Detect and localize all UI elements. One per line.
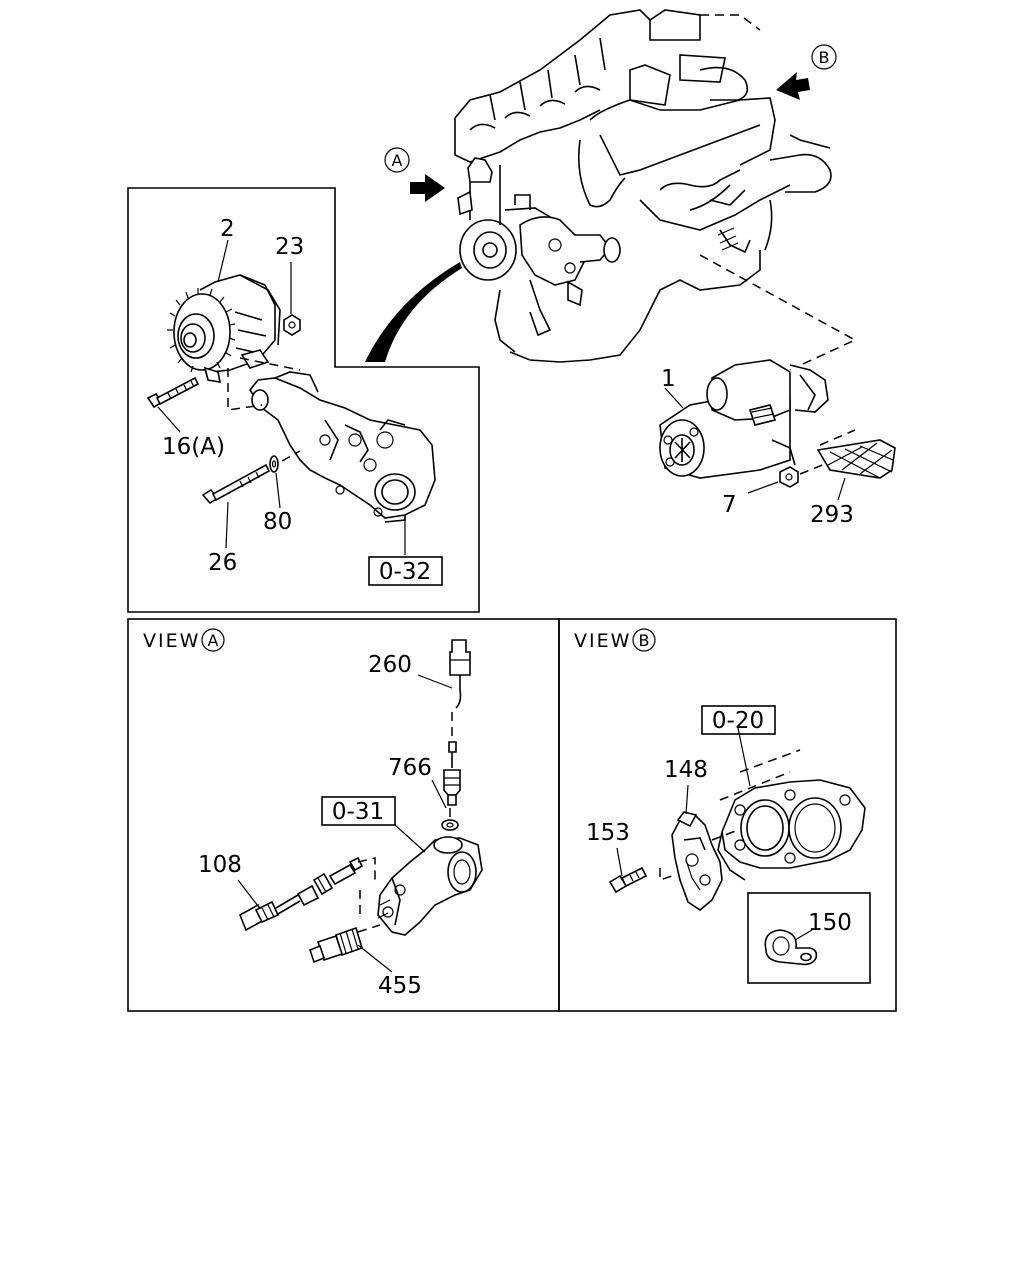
arrow-a-icon [410, 174, 445, 202]
gasket-766 [441, 819, 459, 831]
label-switch-455: 455 [378, 973, 422, 999]
water-outlet-pipe [377, 836, 483, 936]
marker-a-letter: A [392, 151, 403, 170]
label-switch-260: 260 [368, 652, 412, 678]
generator-assembly [167, 274, 281, 383]
starter-nut [779, 466, 799, 488]
harness-cover [816, 429, 896, 479]
view-a-title: VIEW [143, 630, 200, 652]
view-a-letter: A [208, 631, 219, 650]
label-clamp-150: 150 [808, 910, 852, 936]
arrow-b-icon [776, 72, 810, 100]
label-harness: 293 [810, 502, 854, 528]
generator-nut [283, 314, 301, 336]
view-b-circle [632, 628, 656, 652]
label-sensor-108: 108 [198, 852, 242, 878]
bolt-153 [608, 866, 648, 894]
generator-bracket [249, 371, 436, 523]
marker-a-callout: A [384, 147, 445, 202]
label-starter: 1 [661, 366, 676, 392]
label-gasket-766: 766 [388, 755, 432, 781]
clamp-150 [764, 929, 818, 966]
label-generator: 2 [220, 216, 235, 242]
ref-box-bracket [368, 556, 443, 586]
clamp-inset-frame [747, 892, 871, 984]
label-generator-nut: 23 [275, 234, 304, 260]
ref-outlet: 0-31 [332, 799, 384, 825]
exhaust-manifold-flange [717, 749, 866, 881]
starter-assembly [659, 254, 857, 479]
switch-455 [309, 926, 363, 964]
thermo-switch-260 [443, 639, 471, 806]
view-a-circle [201, 628, 225, 652]
view-b-title: VIEW [574, 630, 631, 652]
bracket-bolt [201, 463, 271, 505]
view-b-panel [558, 618, 897, 1012]
bracket-148 [671, 811, 723, 911]
generator-inset-frame [127, 187, 480, 613]
view-b-letter: B [639, 631, 650, 650]
engine-water-outlet [457, 157, 621, 337]
engine-block [454, 9, 832, 363]
ref-box-outlet [321, 796, 396, 826]
generator-bolt [146, 376, 200, 409]
ref-bracket: 0-32 [379, 559, 431, 585]
label-bolt-153: 153 [586, 820, 630, 846]
marker-b-callout: B [776, 44, 837, 100]
label-starter-nut: 7 [722, 492, 737, 518]
sensor-108 [238, 856, 364, 932]
inset-pointer-icon [365, 262, 462, 362]
marker-b-letter: B [819, 48, 830, 67]
label-bracket-bolt: 26 [208, 550, 237, 576]
ref-box-manifold [701, 705, 776, 735]
label-washer: 80 [263, 509, 292, 535]
ref-manifold: 0-20 [712, 708, 764, 734]
label-generator-bolt: 16(A) [162, 434, 225, 460]
label-bracket-148: 148 [664, 757, 708, 783]
bracket-washer [269, 455, 279, 473]
